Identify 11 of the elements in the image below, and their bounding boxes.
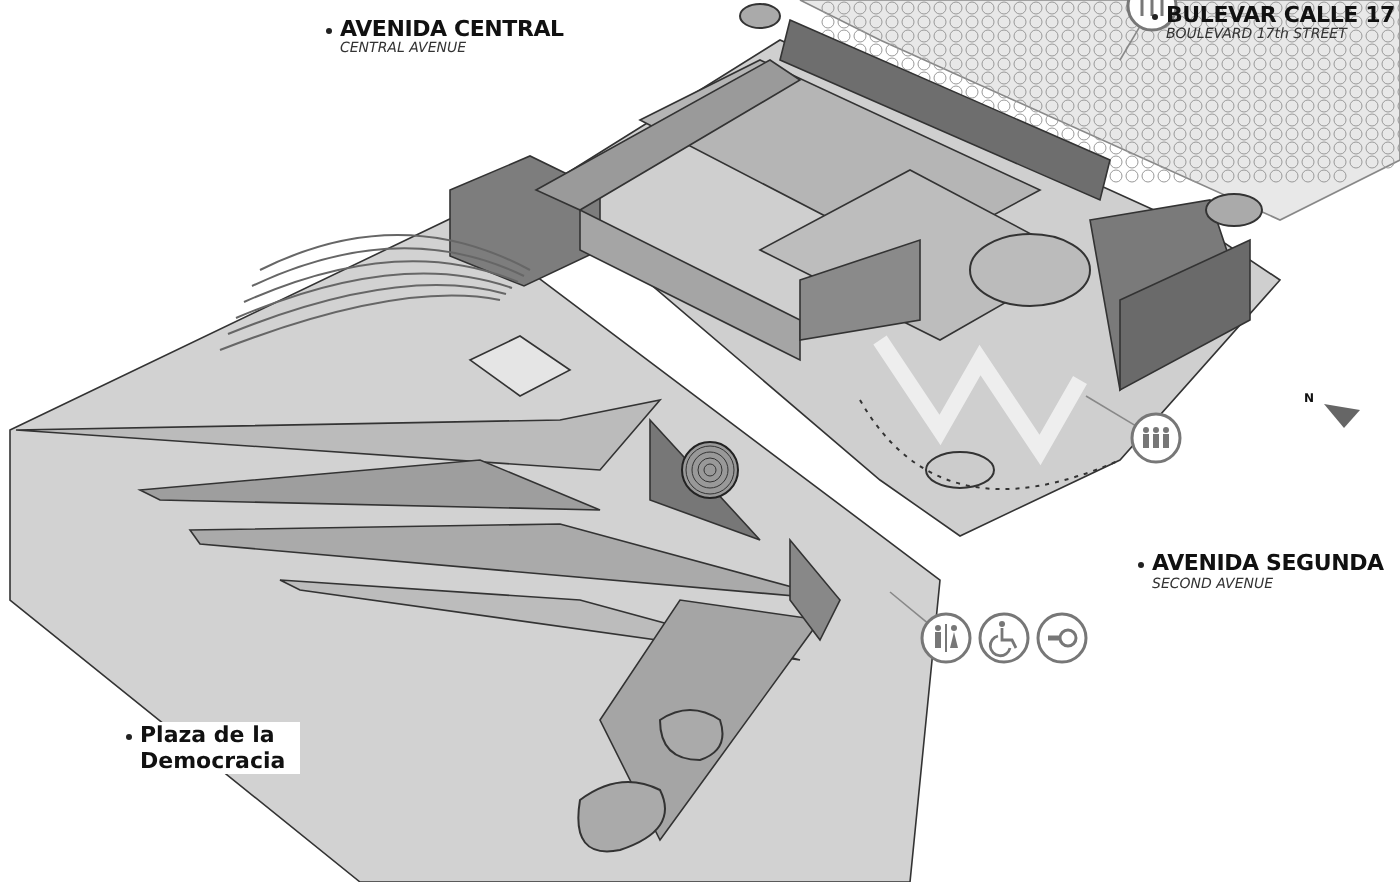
wheelchair-icon xyxy=(978,612,1030,664)
leader-line xyxy=(889,591,929,624)
place-name: Plaza de la Democracia xyxy=(140,722,300,775)
street-name: AVENIDA SEGUNDA xyxy=(1152,550,1384,577)
key-icon xyxy=(1036,612,1088,664)
street-name: AVENIDA CENTRAL xyxy=(340,16,564,42)
group-icon xyxy=(1130,412,1182,464)
street-name: BULEVAR CALLE 17 xyxy=(1166,2,1395,28)
leader-line xyxy=(1119,25,1141,61)
leader-line xyxy=(1085,395,1137,427)
restroom-icon xyxy=(920,612,972,664)
